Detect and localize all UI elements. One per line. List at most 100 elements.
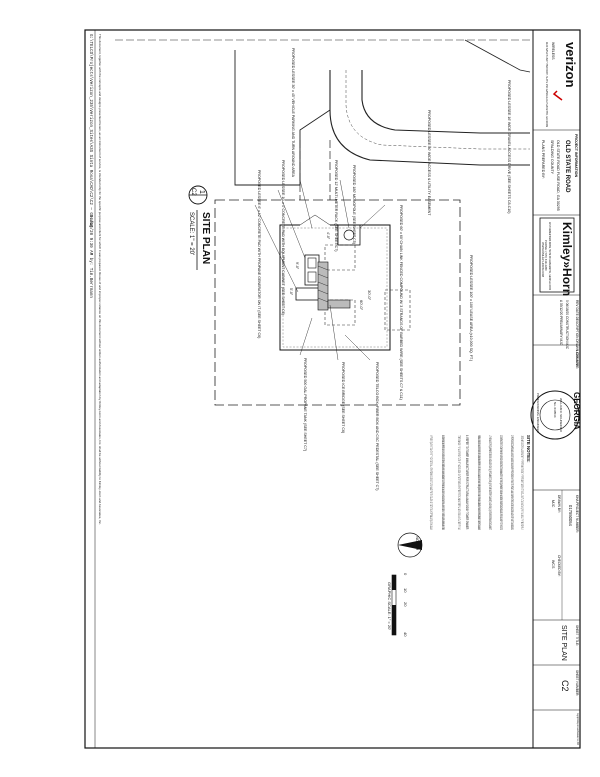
- sheet-border: [84, 29, 581, 749]
- checkmark-icon: [552, 90, 563, 101]
- label-monopole: PROPOSED 180' MONOPOLE (SEE SHEET C5): [352, 165, 356, 244]
- site-location: SPALDING COUNTY: [550, 140, 554, 175]
- checked-by: WCS: [551, 560, 555, 569]
- client-address: 1120 SANCTUARY PARKWAY, SUITE 150 GA5REG…: [545, 42, 549, 127]
- seal-top: GEORGIA: [572, 392, 581, 430]
- label-telco: PROPOSED TELCO BOX, FIBER BOX AND CSC PE…: [375, 362, 379, 490]
- scale-tick-10: 10: [403, 588, 408, 593]
- equipment-cabinet: [307, 257, 317, 269]
- copyright: Copyright Kimley-Horn and Associates, In…: [576, 713, 580, 745]
- drive-centerline: [345, 70, 530, 150]
- notice-text: This document, together with the concept…: [98, 34, 102, 525]
- site-note-1: 1. VERIZON WIRELESS STAFF SHALL COORDINA…: [520, 435, 524, 530]
- monopole-icon: [343, 229, 355, 241]
- north-label: NORTH: [415, 536, 420, 550]
- revision-row-0: 0 06/18/20 CONSTRUCTION MJC: [565, 300, 569, 350]
- file-path: G:\TELCO\Projects\Verizon_235\Verizon_Si…: [88, 34, 93, 228]
- site-drawing: 30'-0" 60'-0" 4'-0" 9'-0" 5'-0" PROPOSED…: [115, 39, 531, 490]
- site-note-5: 5. GENERAL CONTRACTOR SHALL BE RESPONSIB…: [477, 435, 481, 530]
- sheet-number-label: SHEET NUMBER:: [575, 670, 579, 696]
- leader-ice-bridge: [329, 304, 339, 361]
- drawn-by: MJC: [551, 500, 555, 508]
- seal-number: No. 030534: [553, 402, 557, 418]
- label-generator: PROPOSED LESSEE 6' x 12' CONCRETE PAD WI…: [257, 170, 261, 338]
- site-note-3: 3. CONTRACTOR TO CONFIRM WITH VERIZON CO…: [499, 435, 503, 530]
- client-logo: verizon: [563, 42, 578, 88]
- future-pad-3: [384, 289, 411, 331]
- dim-60: 60'-0": [359, 300, 364, 311]
- client-sub: WIRELESS: [551, 42, 555, 60]
- site-name: OLD STATE ROAD: [564, 140, 570, 193]
- leader-propane: [299, 317, 313, 356]
- revisions-header: REV DATE DESCRIPTION DRAWN CHK APV: [575, 300, 579, 367]
- site-note-4: 4. THE BASE OF EQUIPMENT DESIGN INCLUDES…: [488, 435, 492, 530]
- ice-bridge: [317, 261, 351, 311]
- kha-project-number: 017550054: [568, 505, 573, 527]
- firm-phone: PHONE: (770) 619-4280: [544, 240, 548, 271]
- sheet-title-label: SHEET TITLE:: [575, 625, 579, 646]
- drawing-number: 1: [198, 190, 205, 194]
- label-meter-rack: PROPOSED 12' MULTI-METER RACK (SEE SHEET…: [334, 160, 338, 251]
- drawn-by-label: DRAWN BY:: [557, 495, 561, 513]
- drawing-title: 1 C2 SITE PLAN SCALE: 1" = 20': [188, 185, 211, 270]
- dim-30: 30'-0": [367, 290, 372, 301]
- project-info-heading: PROJECT INFORMATION: [574, 134, 578, 177]
- leader-fence: [359, 204, 386, 229]
- equipment-pad: [304, 254, 320, 286]
- graphic-scale: 0 10 20 40 GRAPHIC SCALE: 1" = 20': [387, 573, 408, 637]
- licensure-label: LICENSURE:: [575, 350, 579, 369]
- firm-logo: Kimley»Horn: [560, 222, 574, 296]
- label-fence: PROPOSED 60' x 60' CHAIN LINK FENCED COM…: [399, 205, 403, 400]
- site-note-6: 6. REFER TO TOWER MANUFACTURER FOR STRUC…: [465, 435, 469, 530]
- site-notes-heading: SITE NOTES:: [526, 435, 531, 463]
- kha-project-label: KHA PROJECT NUMBER:: [575, 495, 579, 533]
- label-parking: PROPOSED LESSEE 30' x 45' VEHICLE PARKIN…: [291, 48, 295, 178]
- plans-prepared-by: PLANS PREPARED BY:: [541, 140, 545, 179]
- sheet-title: SITE PLAN: [560, 625, 567, 661]
- sheet-number: C2: [560, 680, 570, 692]
- drive-edge-outer: [329, 70, 530, 166]
- scale-tick-0: 0: [403, 573, 408, 576]
- site-address: OLD STATE ROAD FUSE ROAD, GA 30295: [556, 140, 560, 211]
- firm-web: WWW.KIMLEY-HORN.COM: [541, 242, 545, 278]
- label-ice-bridge: PROPOSED ICE BRIDGE (SEE SHEET C6): [341, 362, 345, 433]
- drive-edge-inner: [361, 70, 530, 134]
- drawing-scale: SCALE: 1" = 20': [188, 212, 194, 255]
- future-pad-1: [324, 244, 356, 271]
- generator-pad: [295, 287, 321, 301]
- graphic-scale-label: GRAPHIC SCALE: 1" = 20': [387, 582, 392, 630]
- seal-type: PROFESSIONAL ENGINEER: [536, 393, 540, 434]
- monopole-foundation: [337, 224, 361, 246]
- equipment-cabinet-2: [307, 271, 317, 283]
- site-note-7: 7. TOWER DRAWINGS ON THIS PLAN ARE FOR C…: [457, 435, 461, 530]
- drawing-sheet-ref: C2: [190, 188, 196, 196]
- scale-bar-seg-2: [392, 605, 396, 635]
- corner-line: [464, 39, 531, 73]
- label-lease-area: PROPOSED LESSEE 100' x 100' LEASE AREA (…: [469, 255, 473, 361]
- leader-meter: [299, 179, 313, 229]
- drawing-title-text: SITE PLAN: [200, 212, 211, 264]
- scale-tick-20: 20: [403, 602, 408, 607]
- seal-name: WILLIAM C SCHNEIDER: [559, 398, 563, 433]
- label-propane-tank: PROPOSED 500 GAL PROPANE TANK (SEE SHEET…: [303, 358, 307, 451]
- fenced-compound: [279, 224, 391, 351]
- north-arrow-icon: NORTH: [397, 532, 423, 558]
- site-note-8: 8. FASTEN PROPANE TANK SUPPORTS USING SI…: [441, 435, 445, 530]
- label-concrete-pad: PROPOSED LESSEE 10' x 4' CONCRETE PAD WI…: [281, 160, 285, 315]
- leader-generator: [254, 204, 299, 293]
- fence-inner: [282, 227, 388, 348]
- site-notes: SITE NOTES: 1. VERIZON WIRELESS STAFF SH…: [429, 435, 531, 530]
- plot-stamp: 06/18/20 9:30 AM by: Tim.Berrmann: [88, 215, 93, 298]
- scale-tick-40: 40: [403, 632, 408, 637]
- leader-telco: [344, 334, 371, 361]
- site-note-2: 2. PROPOSED COMPOUND LAYOUT BASED ON SUR…: [510, 435, 514, 530]
- revision-row-1: A 05/12/20 PRELIMINARY MJC: [559, 300, 563, 346]
- firm-logo-box: [539, 217, 575, 293]
- gate-swing: [299, 214, 331, 226]
- scale-bar-seg-1: [392, 575, 396, 590]
- firm-address: 11720 AMBER PARK DRIVE, SUITE 600 ALPHAR…: [548, 222, 552, 290]
- title-block: verizon WIRELESS 1120 SANCTUARY PARKWAY,…: [530, 42, 581, 745]
- leader-concrete-pad: [277, 189, 306, 259]
- label-gravel-drive: PROPOSED LESSEE 16' WIDE GRAVEL ACCESS D…: [507, 80, 511, 214]
